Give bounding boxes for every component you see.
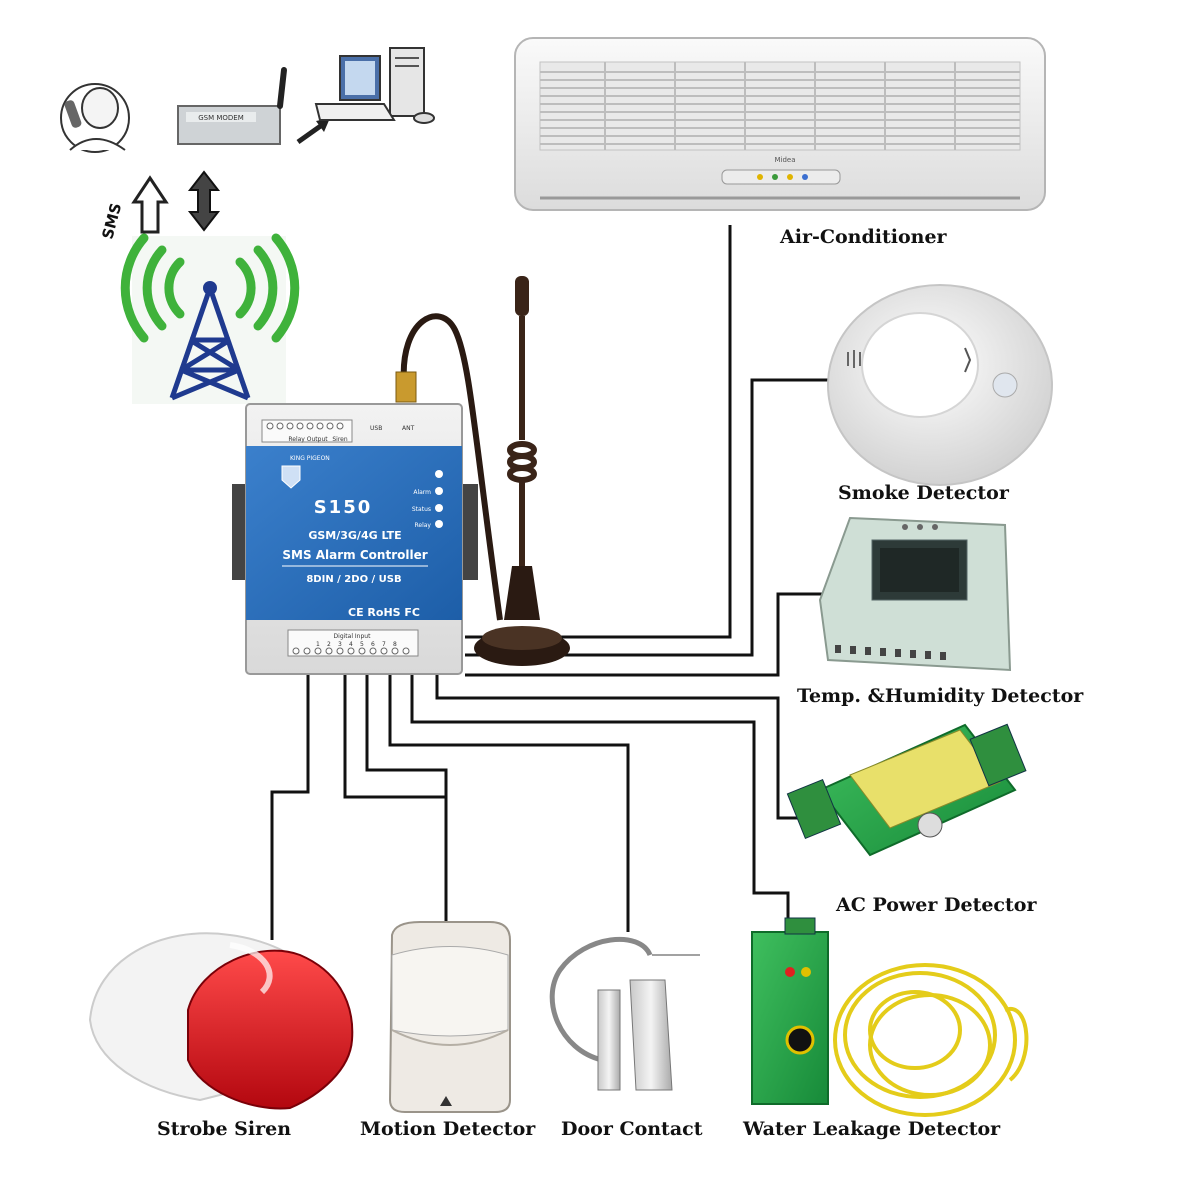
arrow-to-pc-icon	[296, 118, 330, 145]
motion-detector-label: Motion Detector	[360, 1118, 536, 1140]
input-number-3: 3	[338, 641, 342, 648]
wire-air-conditioner	[465, 225, 732, 639]
svg-text:SMS: SMS	[98, 201, 125, 241]
led-relay-label: Relay	[415, 522, 432, 529]
input-number-6: 6	[371, 641, 375, 648]
wire-door-contact	[388, 675, 630, 932]
wire-ac-power	[435, 675, 800, 820]
led-status-label: Status	[412, 506, 431, 513]
s150-controller: Relay Output Siren USB ANT KING PIGEON S…	[232, 403, 478, 675]
wire-motion-2	[343, 675, 446, 799]
smoke-detector-image	[827, 284, 1053, 486]
input-number-4: 4	[349, 641, 353, 648]
door-contact-label: Door Contact	[561, 1118, 703, 1140]
input-number-2: 2	[327, 641, 331, 648]
wire-temp-humidity	[465, 592, 828, 677]
bidirectional-arrow-icon	[187, 170, 221, 232]
svg-text:GSM MODEM: GSM MODEM	[198, 114, 244, 122]
wire-strobe-siren	[270, 675, 310, 940]
input-number-1: 1	[316, 641, 320, 648]
wire-water-leakage	[410, 675, 790, 918]
ac-power-detector-label: AC Power Detector	[836, 894, 1037, 916]
air-conditioner-image: Midea	[514, 37, 1046, 211]
certs-label: CE RoHS FC	[348, 606, 420, 619]
motion-detector-image	[388, 921, 511, 1113]
antenna-image	[395, 276, 570, 666]
computer-icon	[314, 47, 435, 124]
led-alarm-label: Alarm	[413, 489, 431, 496]
siren-label: Siren	[332, 436, 348, 443]
smoke-detector-label: Smoke Detector	[838, 482, 1009, 504]
network-label: GSM/3G/4G LTE	[308, 529, 401, 542]
water-leakage-detector-image	[751, 917, 1029, 1117]
sms-arrow-icon: SMS	[98, 175, 169, 241]
io-label: 8DIN / 2DO / USB	[306, 574, 401, 585]
strobe-siren-image	[88, 932, 354, 1110]
ac-power-detector-image	[786, 723, 1027, 857]
svg-text:Midea: Midea	[774, 156, 795, 164]
model-label: S150	[314, 497, 373, 518]
air-conditioner-label: Air-Conditioner	[780, 226, 947, 248]
wires	[270, 225, 830, 940]
relay-output-label: Relay Output	[288, 436, 328, 443]
usb-port-label: USB	[370, 425, 382, 432]
digital-input-label: Digital Input	[334, 633, 372, 640]
ant-port-label: ANT	[402, 425, 415, 432]
brand-label: KING PIGEON	[290, 455, 330, 462]
input-number-8: 8	[393, 641, 397, 648]
function-label: SMS Alarm Controller	[282, 548, 427, 562]
input-number-5: 5	[360, 641, 364, 648]
temp-humidity-label: Temp. &Humidity Detector	[797, 685, 1084, 707]
wire-motion-detector	[365, 675, 448, 922]
user-phone-icon	[60, 83, 130, 153]
water-leakage-detector-label: Water Leakage Detector	[743, 1118, 1001, 1140]
gsm-modem-icon: GSM MODEM	[177, 67, 287, 145]
wire-smoke-detector	[465, 378, 830, 657]
strobe-siren-label: Strobe Siren	[157, 1118, 292, 1140]
door-contact-image	[549, 936, 700, 1091]
cell-tower-icon	[120, 233, 300, 404]
temp-humidity-detector-image	[818, 516, 1012, 672]
input-number-7: 7	[382, 641, 386, 648]
